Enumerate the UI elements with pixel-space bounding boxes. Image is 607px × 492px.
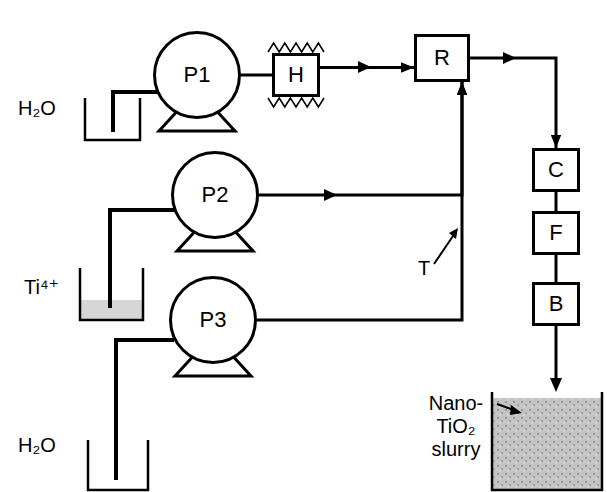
reagent-label: H₂O xyxy=(18,97,56,120)
label-text: Ti⁴⁺ xyxy=(24,276,59,298)
pump-body xyxy=(155,33,240,118)
node-label: P1 xyxy=(184,63,211,87)
node-label: B xyxy=(549,292,564,316)
arrowhead xyxy=(449,228,458,239)
heater-box: H xyxy=(272,53,320,97)
beaker xyxy=(492,392,602,490)
pipe-connector xyxy=(555,192,558,211)
node-label: R xyxy=(434,46,450,70)
pump: P2 xyxy=(171,151,259,239)
outlet-pipe xyxy=(555,326,558,380)
product-label: Nano-TiO₂ slurry xyxy=(414,392,498,461)
slurry xyxy=(493,398,601,489)
pipe-connector xyxy=(259,82,462,195)
process-box: C xyxy=(532,148,580,192)
label-text: H₂O xyxy=(18,97,56,119)
pump-body xyxy=(171,278,256,363)
node-label: H xyxy=(288,63,304,87)
arrowhead xyxy=(510,405,522,415)
process-box: F xyxy=(532,211,580,255)
node-label: C xyxy=(548,158,564,182)
node-label: P3 xyxy=(200,308,227,332)
node-label: F xyxy=(549,221,562,245)
leader-line xyxy=(434,236,453,264)
pipe-connector xyxy=(320,66,414,69)
suction-pipe xyxy=(116,340,174,480)
pipe-connector xyxy=(241,74,272,77)
reagent-label: Ti⁴⁺ xyxy=(24,276,59,299)
arrowhead xyxy=(550,378,562,392)
junction-label: T xyxy=(418,257,430,280)
label-text: H₂O xyxy=(18,434,56,456)
pump: P1 xyxy=(153,31,241,119)
pipe-connector xyxy=(555,255,558,282)
process-box: B xyxy=(532,282,580,326)
pipe-connector xyxy=(470,58,556,148)
process-box: R xyxy=(414,34,470,82)
pump: P3 xyxy=(169,276,257,364)
reagent-label: H₂O xyxy=(18,434,56,457)
node-label: P2 xyxy=(202,183,229,207)
pipe-connector xyxy=(257,82,462,320)
pump-body xyxy=(173,153,258,238)
heater-coil xyxy=(268,98,324,107)
suction-pipe xyxy=(110,210,176,308)
heater-coil xyxy=(268,43,324,52)
label-text: Nano-TiO₂ slurry xyxy=(429,392,483,460)
label-text: T xyxy=(418,257,430,279)
suction-pipe xyxy=(113,92,160,132)
